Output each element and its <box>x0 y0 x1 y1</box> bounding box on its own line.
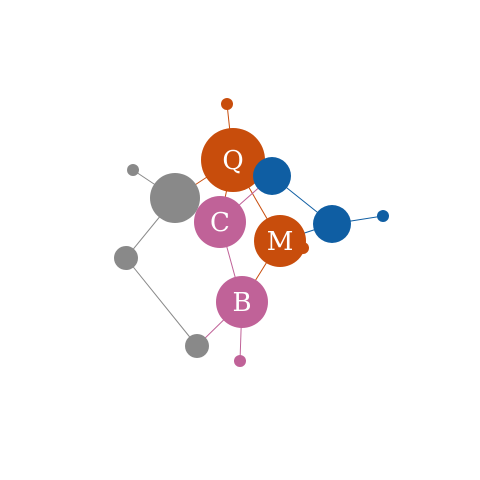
node-blue3 <box>377 210 389 222</box>
node-blue1 <box>253 157 291 195</box>
node-circle-q <box>201 128 265 192</box>
node-circle-blue3 <box>377 210 389 222</box>
node-circle-blue2 <box>313 205 351 243</box>
node-circle-orange-small <box>297 242 309 254</box>
node-circle-m <box>254 215 306 267</box>
node-gray4 <box>185 334 209 358</box>
node-blue2 <box>313 205 351 243</box>
node-label-q: Q <box>222 146 243 176</box>
node-gray2 <box>127 164 139 176</box>
node-b: B <box>216 276 268 328</box>
node-circle-gray4 <box>185 334 209 358</box>
node-circle-pink-small <box>234 355 246 367</box>
node-m: M <box>254 215 306 267</box>
node-gray3 <box>114 246 138 270</box>
node-label-m: M <box>267 227 294 257</box>
node-label-b: B <box>232 288 251 318</box>
node-circle-gray1 <box>150 173 200 223</box>
edge-gray3-gray4 <box>125 257 198 347</box>
node-circle-gray3 <box>114 246 138 270</box>
node-q: Q <box>201 128 265 192</box>
node-circle-b <box>216 276 268 328</box>
node-circle-gray2 <box>127 164 139 176</box>
node-circle-blue1 <box>253 157 291 195</box>
node-orange-top <box>221 98 233 110</box>
node-orange-small <box>297 242 309 254</box>
node-circle-orange-top <box>221 98 233 110</box>
node-c: C <box>194 196 246 248</box>
node-gray1 <box>150 173 200 223</box>
nodes-layer: B C M Q <box>114 98 389 367</box>
node-pink-small <box>234 355 246 367</box>
node-label-c: C <box>210 208 230 238</box>
node-circle-c <box>194 196 246 248</box>
